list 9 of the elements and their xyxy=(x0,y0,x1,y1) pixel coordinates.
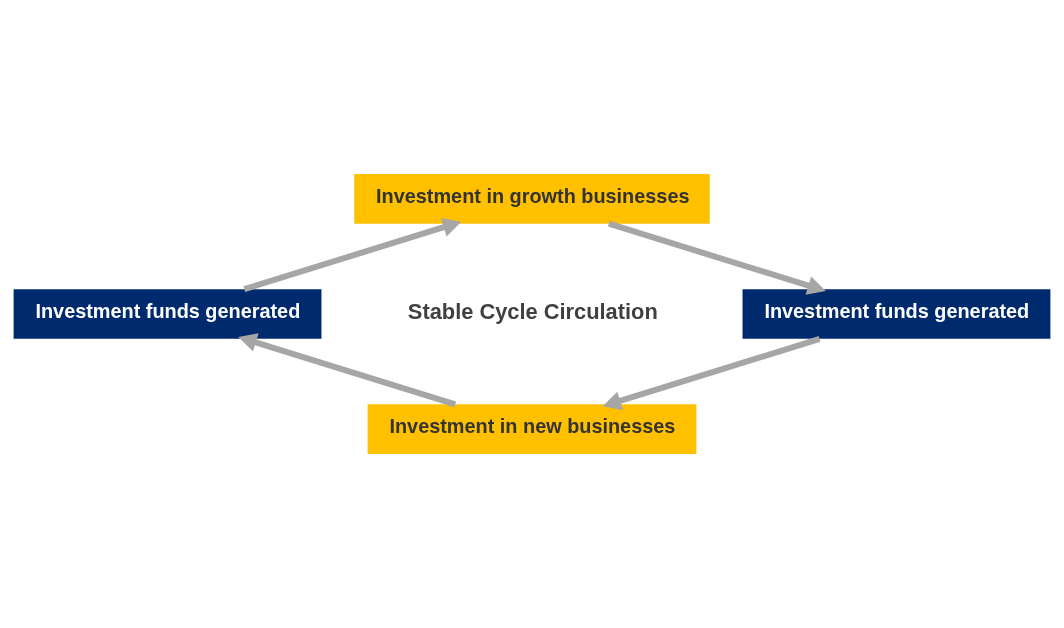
arrow xyxy=(607,220,826,295)
node-box: Investment funds generated xyxy=(742,289,1051,339)
arrow xyxy=(602,336,821,411)
label: Stable Cycle Circulation xyxy=(407,298,658,324)
node-box: Investment in new businesses xyxy=(367,404,697,455)
arrow xyxy=(243,218,462,292)
arrow xyxy=(238,333,457,408)
node-box: Investment funds generated xyxy=(13,289,322,339)
node-box: Investment in growth businesses xyxy=(354,173,710,224)
